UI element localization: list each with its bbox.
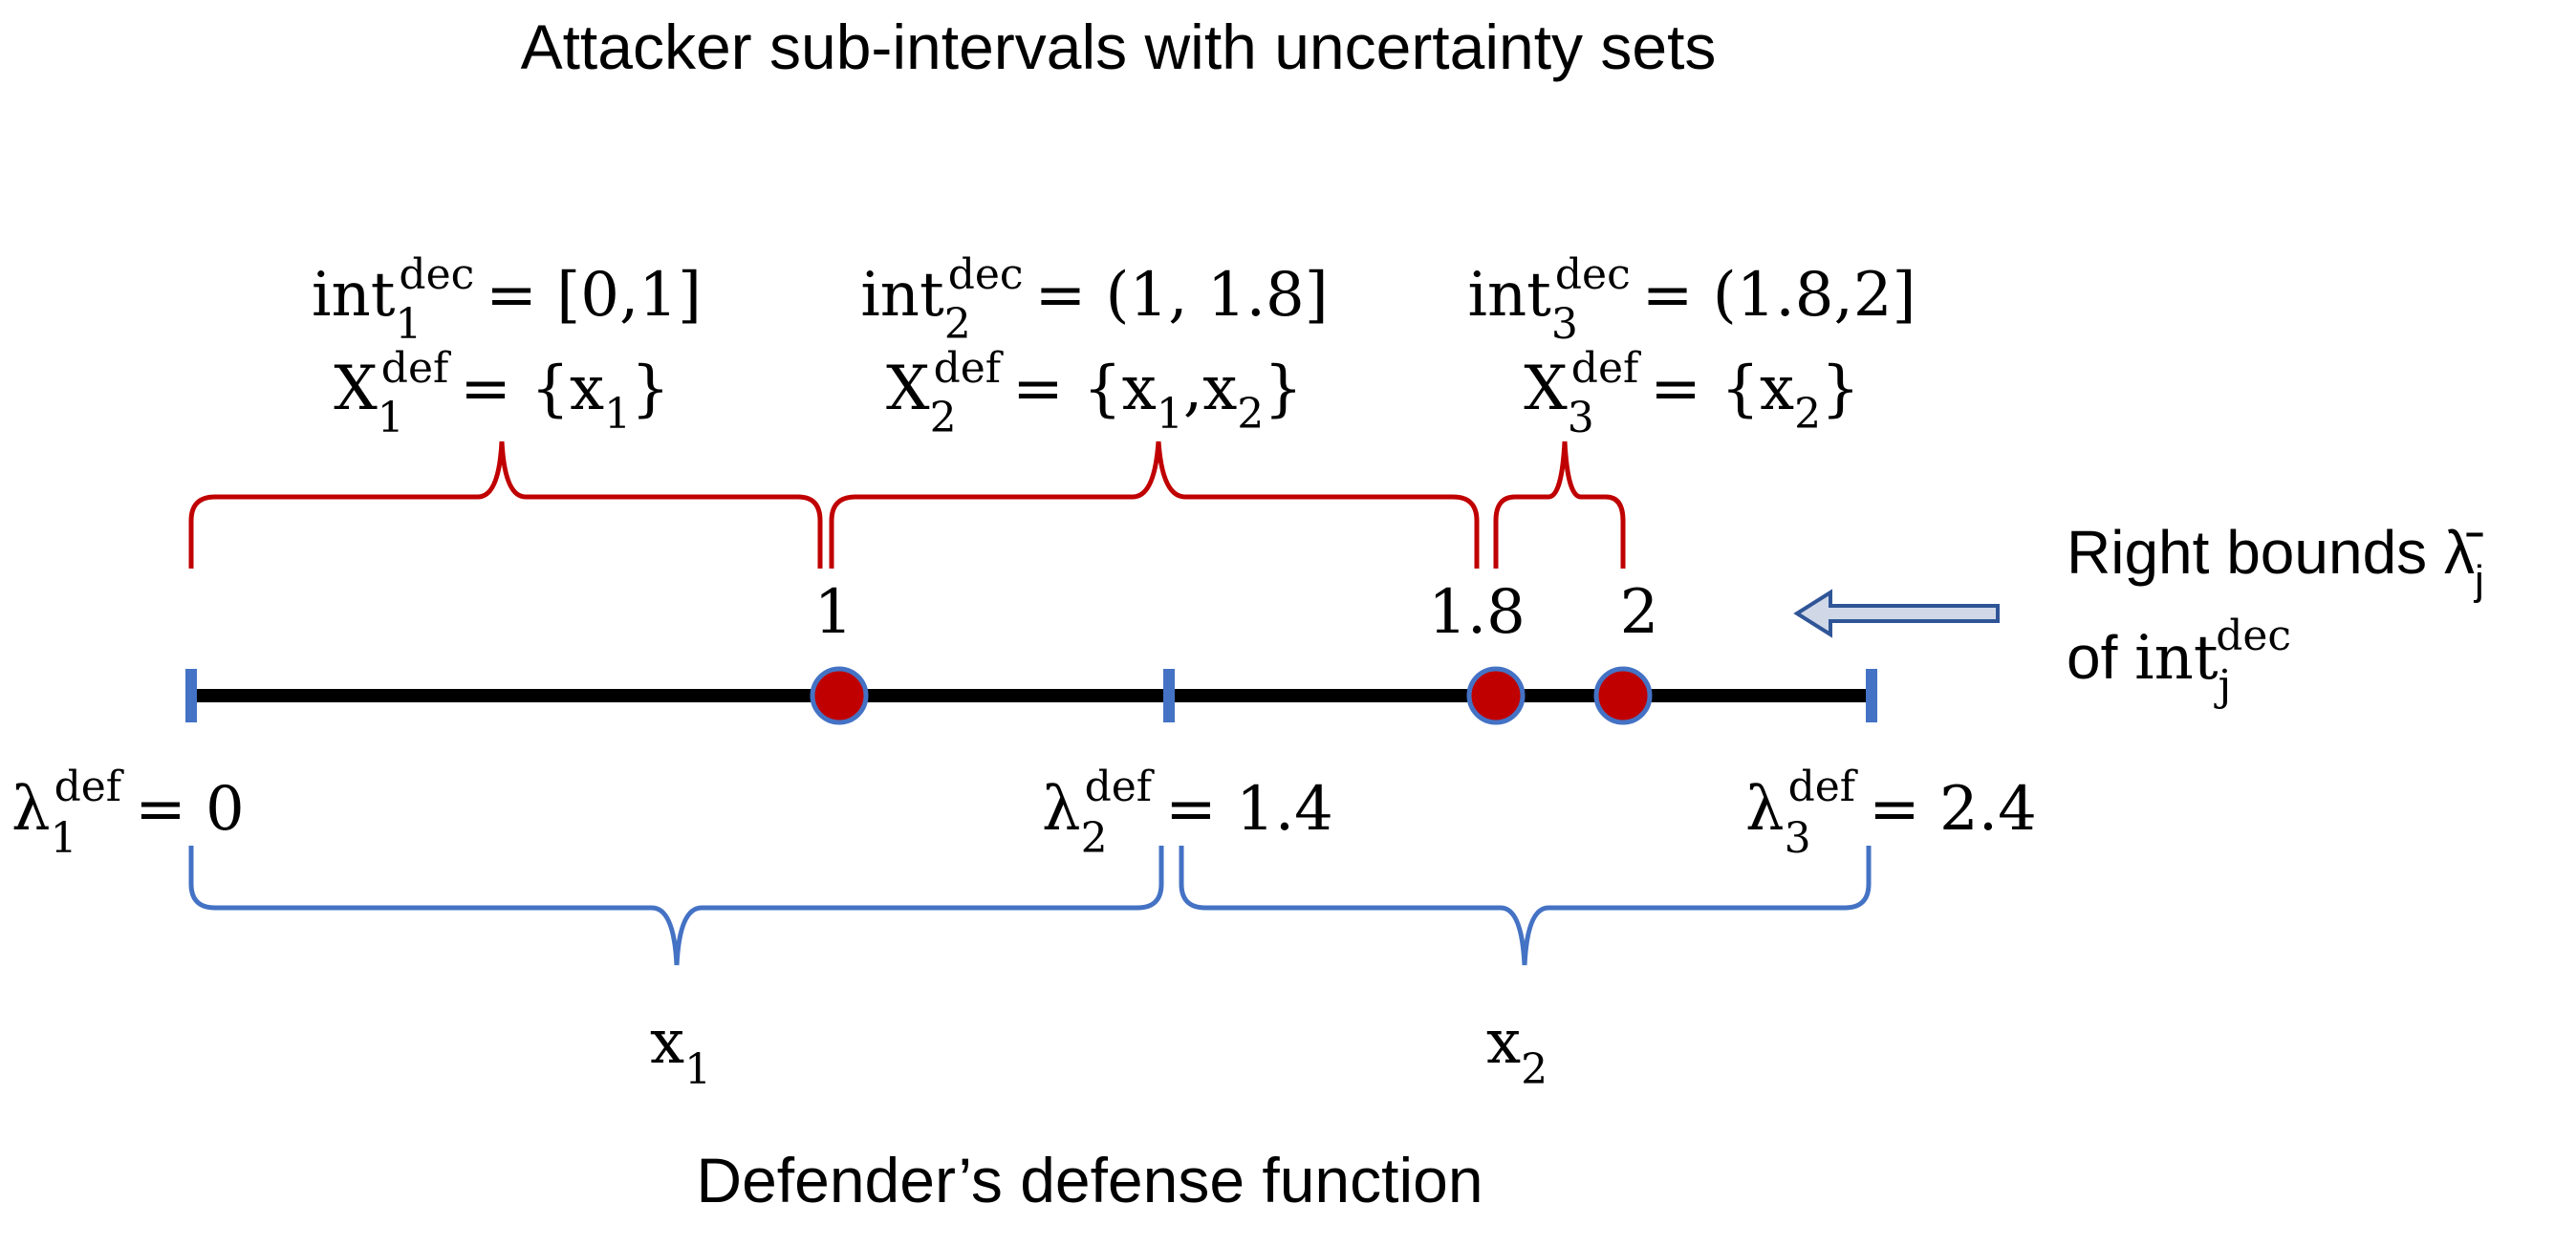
attacker-interval-3-brace — [1493, 441, 1626, 569]
uncertainty-set-1: X1def= {x1} — [334, 344, 670, 442]
defender-threshold-2-label: λ2def= 1.4 — [1042, 763, 1333, 863]
right-bound-2-marker — [1466, 666, 1526, 725]
diagram-footer: Defender’s defense function — [696, 1145, 1483, 1215]
defender-threshold-3-label: λ3def= 2.4 — [1745, 763, 2037, 863]
defender-action-1-brace — [188, 846, 1164, 966]
diagram-title: Attacker sub-intervals with uncertainty … — [521, 11, 1717, 82]
right-bound-1-marker — [810, 666, 869, 725]
right-bound-3-label: 2 — [1620, 577, 1659, 648]
defender-threshold-1-label: λ1def= 0 — [11, 763, 245, 863]
attacker-interval-1-brace — [188, 441, 823, 569]
defender-action-1-label: x1 — [650, 1007, 711, 1094]
right-bounds-note: Right bounds λ̄j of intjdec — [2067, 518, 2484, 710]
interval-1-definition: int1dec= [0,1] — [312, 250, 702, 349]
attacker-interval-3-label: int3dec= (1.8,2] X3def= {x2} — [1467, 250, 1916, 442]
right-bound-3-marker — [1593, 666, 1653, 725]
right-bound-2-label: 1.8 — [1428, 577, 1526, 648]
interval-3-definition: int3dec= (1.8,2] — [1467, 250, 1916, 349]
uncertainty-set-2: X2def= {x1,x2} — [886, 344, 1303, 442]
attacker-interval-2-label: int2dec= (1, 1.8] X2def= {x1,x2} — [860, 250, 1328, 442]
defender-action-2-label: x2 — [1486, 1007, 1548, 1094]
uncertainty-set-3: X3def= {x2} — [1524, 344, 1860, 442]
defender-action-2-brace — [1179, 846, 1872, 966]
attacker-interval-1-label: int1dec= [0,1] X1def= {x1} — [312, 250, 702, 442]
attacker-interval-2-brace — [829, 441, 1480, 569]
left-arrow-icon — [1793, 589, 2000, 638]
interval-2-definition: int2dec= (1, 1.8] — [860, 250, 1328, 349]
right-bounds-note-line2: of intjdec — [2067, 612, 2291, 710]
right-bounds-note-line1: Right bounds λ̄j — [2067, 518, 2484, 604]
right-bound-1-label: 1 — [814, 577, 854, 648]
